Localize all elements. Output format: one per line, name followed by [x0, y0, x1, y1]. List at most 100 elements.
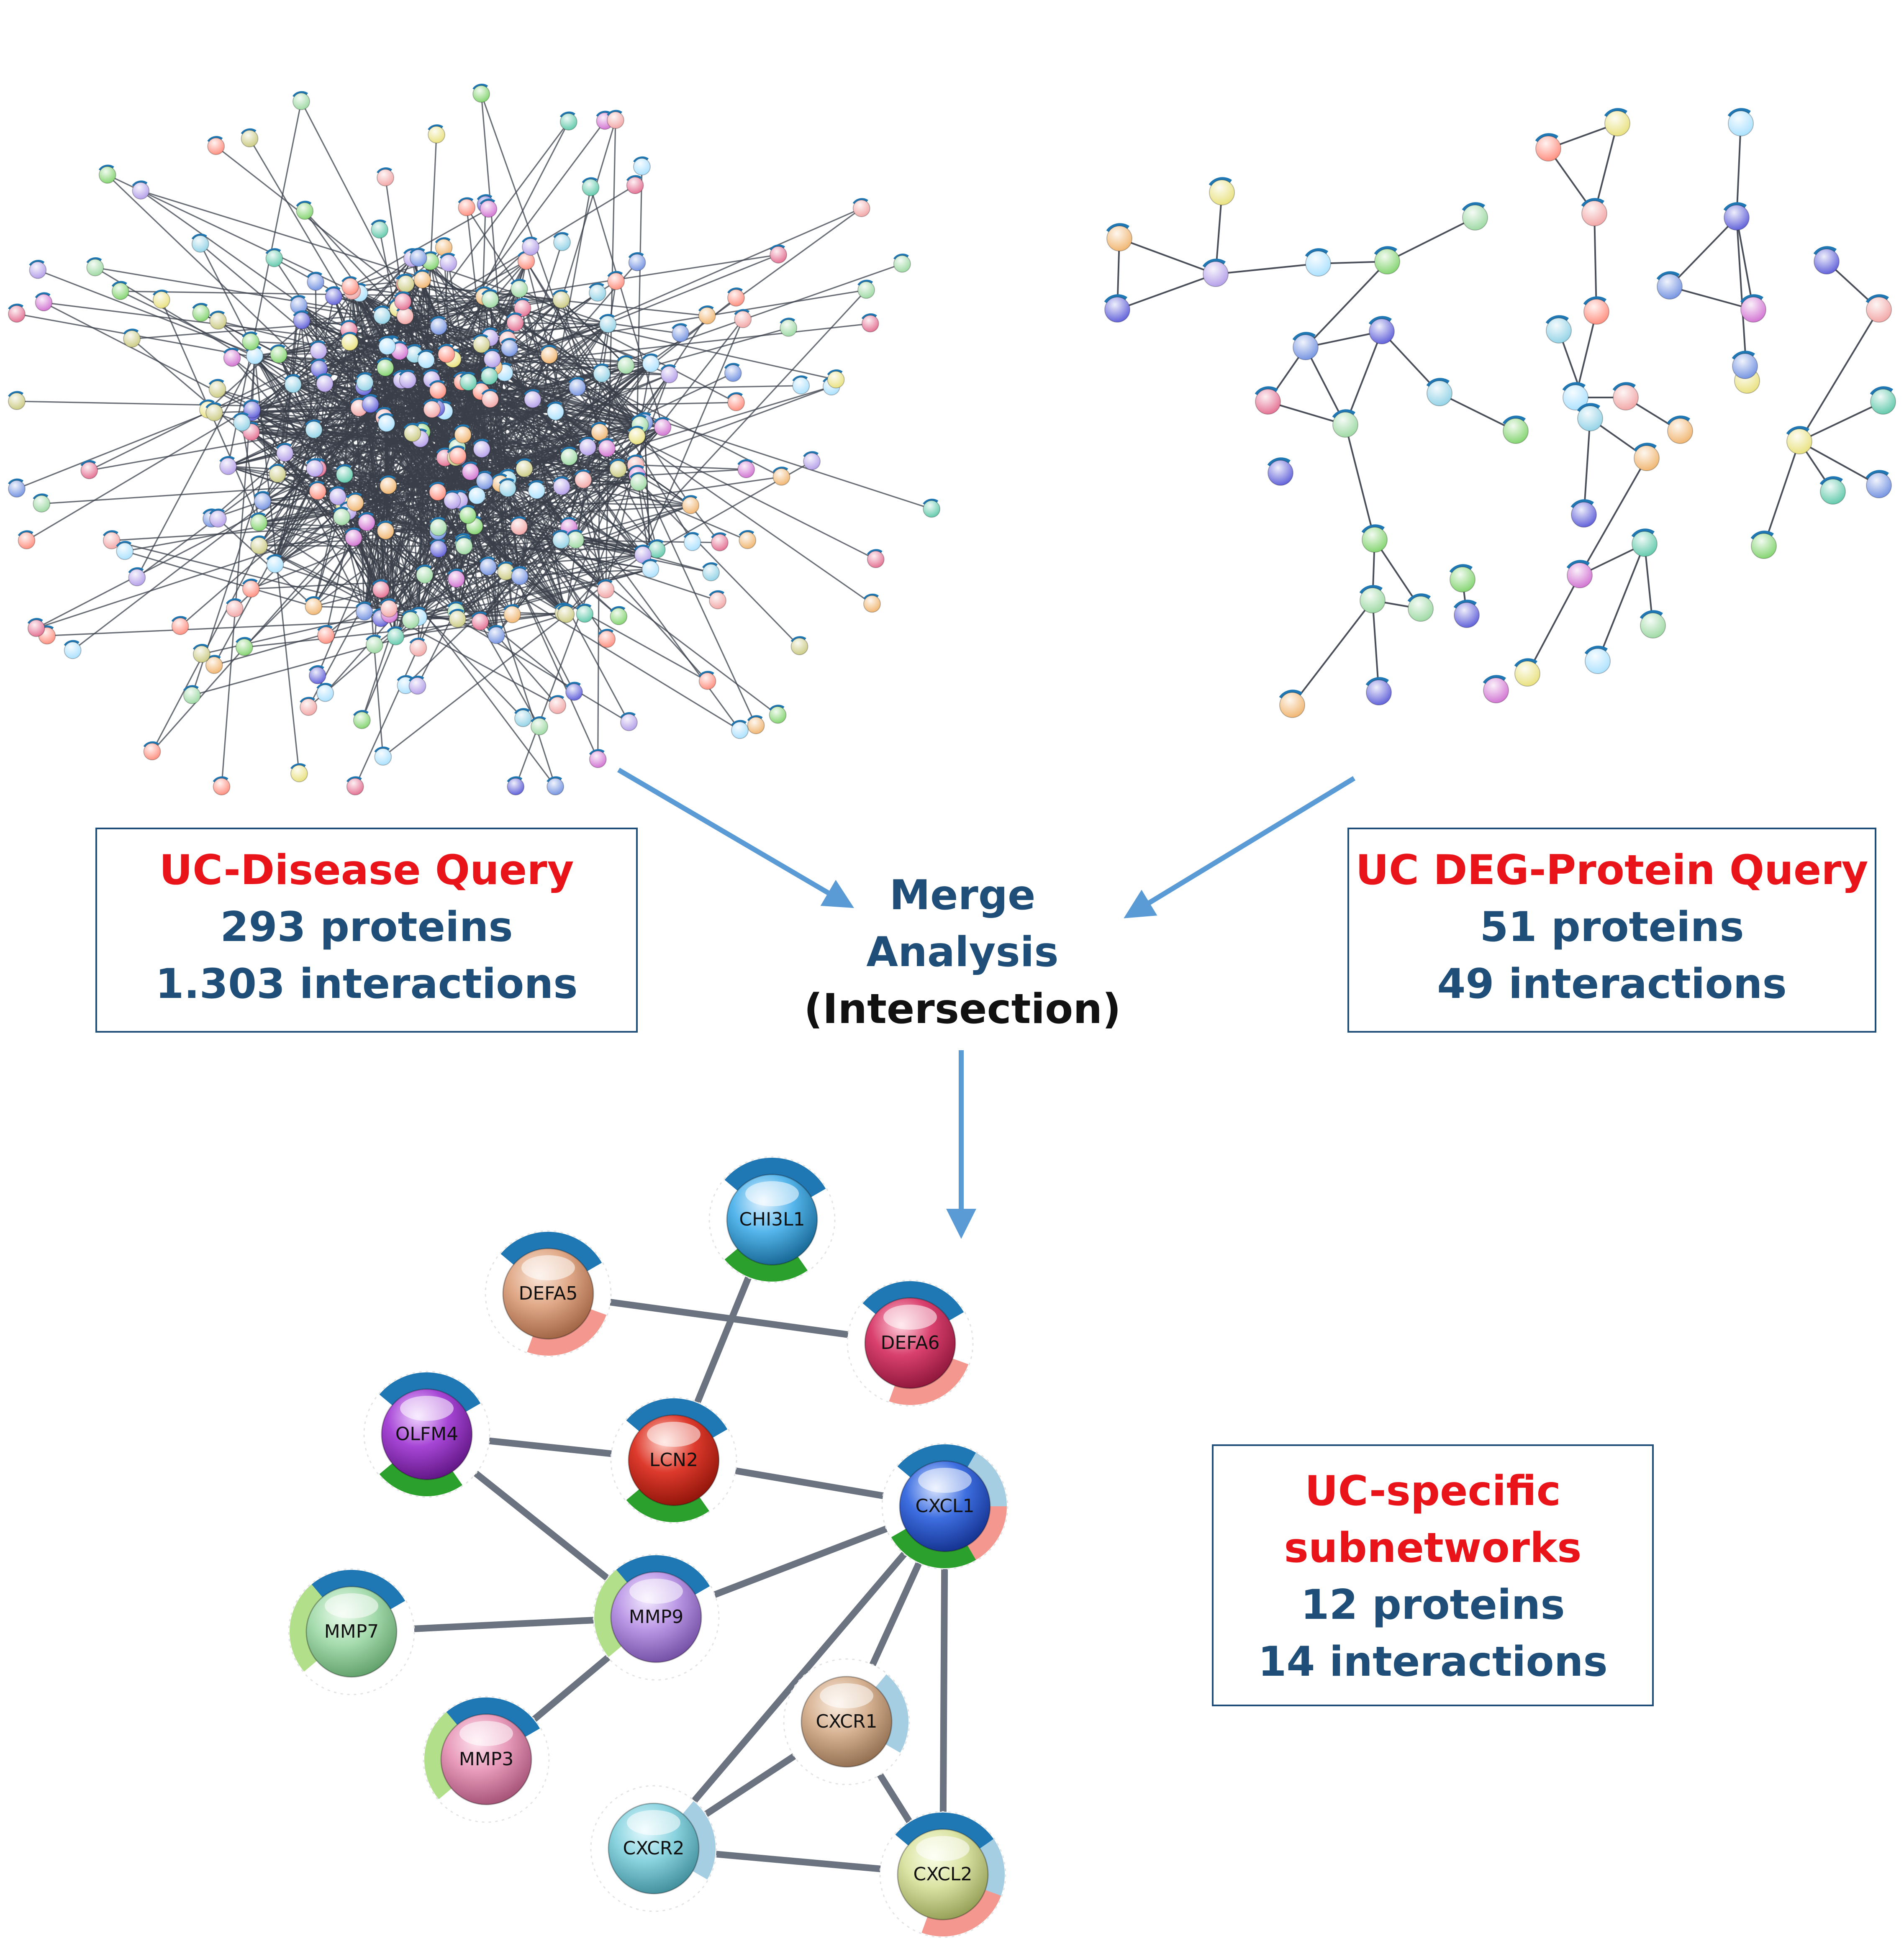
protein-node [472, 84, 490, 103]
protein-node [226, 598, 244, 618]
protein-node [480, 366, 498, 385]
protein-node [309, 481, 327, 500]
subnetwork-proteins: 12 proteins [1301, 1581, 1565, 1629]
protein-node [473, 438, 491, 458]
label-defa5: DEFA5 [518, 1283, 577, 1304]
network-edge [561, 486, 741, 731]
protein-node [207, 136, 225, 155]
node-highlight [820, 1683, 873, 1708]
protein-node [1786, 426, 1812, 454]
protein-node [333, 507, 351, 526]
network-edge [509, 299, 562, 349]
protein-node [702, 562, 720, 582]
label-cxcr1: CXCR1 [816, 1711, 878, 1732]
protein-node [1740, 294, 1766, 323]
network-edge [466, 207, 513, 615]
protein-node [588, 282, 606, 302]
protein-node [1365, 677, 1392, 705]
network-edge [277, 246, 531, 475]
protein-node [1359, 585, 1386, 613]
protein-node [803, 451, 821, 470]
protein-node [576, 603, 594, 623]
network-edge [1439, 392, 1516, 432]
network-edge [466, 207, 520, 290]
protein-node [128, 567, 146, 587]
protein-node [300, 697, 318, 716]
protein-node [242, 578, 260, 598]
network-edge [1387, 217, 1475, 262]
protein-node [265, 248, 283, 267]
protein-node [213, 776, 231, 795]
protein-node [409, 638, 427, 657]
protein-node [734, 309, 752, 328]
protein-node [827, 369, 845, 389]
protein-node [528, 480, 546, 500]
protein-node [552, 289, 570, 309]
network-edge [191, 384, 294, 696]
protein-node [111, 281, 129, 300]
network-edge [277, 473, 481, 623]
node-highlight [325, 1593, 378, 1618]
network-edge [483, 296, 562, 487]
protein-node [459, 505, 477, 524]
protein-node [305, 419, 323, 439]
node-mmp7: MMP7 [288, 1568, 415, 1695]
protein-node [1819, 476, 1846, 505]
protein-node [276, 443, 294, 462]
protein-node [374, 746, 392, 766]
node-highlight [627, 1810, 680, 1835]
protein-node [27, 618, 45, 637]
protein-node [530, 716, 548, 736]
protein-node [1604, 108, 1630, 136]
node-highlight [521, 1255, 575, 1280]
network-edge [278, 354, 637, 437]
merge-line-2: Analysis [866, 928, 1059, 976]
protein-node [98, 164, 116, 184]
protein-node [447, 569, 465, 588]
protein-node [1483, 675, 1509, 703]
protein-node [642, 559, 659, 578]
merge-line-3: (Intersection) [804, 985, 1121, 1033]
protein-node [429, 517, 447, 536]
protein-node [86, 257, 104, 277]
network-edge [561, 386, 832, 487]
protein-node [1870, 386, 1896, 415]
network-edge [262, 496, 338, 502]
protein-node [132, 180, 150, 200]
merge-analysis-label: Merge Analysis (Intersection) [778, 867, 1147, 1038]
protein-node [296, 200, 314, 220]
protein-node [471, 611, 489, 631]
protein-node [617, 355, 635, 374]
protein-node [316, 683, 334, 702]
protein-node [423, 399, 441, 418]
protein-node [510, 279, 528, 298]
protein-node [223, 348, 241, 367]
protein-node [540, 345, 558, 364]
protein-node [1426, 378, 1452, 406]
network-edge [1117, 273, 1216, 310]
network-edge [1305, 261, 1388, 348]
protein-node [607, 271, 625, 290]
network-edge [491, 359, 606, 590]
network-edge [455, 456, 747, 470]
network-edge [1305, 331, 1382, 348]
protein-node [1583, 296, 1609, 325]
protein-node [599, 314, 617, 333]
uc-deg-network [1104, 108, 1896, 718]
protein-node [358, 512, 376, 531]
label-mmp7: MMP7 [324, 1621, 379, 1642]
uc-deg-edges [1116, 123, 1883, 706]
protein-node [429, 538, 447, 558]
protein-node [737, 459, 755, 478]
node-highlight [745, 1181, 799, 1206]
protein-node [209, 508, 227, 528]
protein-node [521, 236, 539, 256]
protein-node [430, 316, 448, 336]
node-chi3l1: CHI3L1 [708, 1156, 836, 1283]
protein-node [1656, 271, 1683, 300]
protein-node [192, 303, 210, 322]
protein-node [553, 476, 571, 496]
subnetwork-interactions: 14 interactions [1258, 1638, 1608, 1686]
protein-node [511, 566, 529, 585]
network-edge [1594, 213, 1597, 312]
